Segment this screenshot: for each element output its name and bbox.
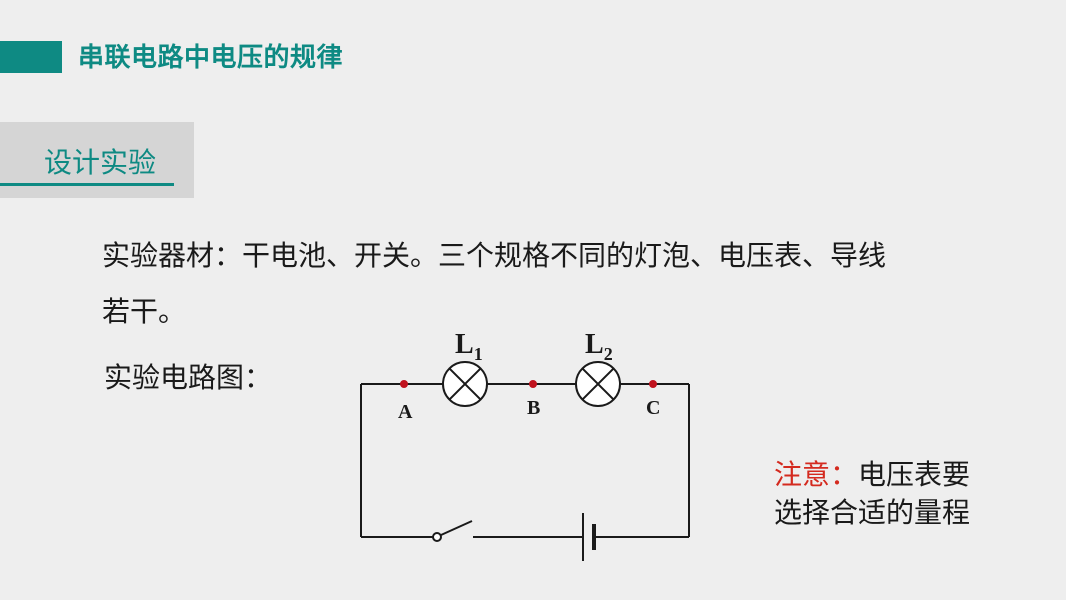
point-a-dot [400,380,408,388]
note-line-1: 电压表要 [858,458,971,491]
header-accent-bar [0,41,62,73]
point-b-label: B [527,397,540,419]
point-a-label: A [398,401,413,423]
circuit-diagram-label: 实验电路图： [104,361,273,394]
lamp-l1-symbol [442,361,488,407]
switch-symbol [432,520,473,542]
point-c-label: C [646,397,660,419]
materials-text: 实验器材：干电池、开关。三个规格不同的灯泡、电压表、导线 若干。 [102,228,1002,340]
section-underline [0,183,174,186]
lamp-l1-label: L1 [455,329,483,364]
materials-line-2: 若干。 [102,295,187,328]
point-c-dot [649,380,657,388]
point-b-dot [529,380,537,388]
section-label: 设计实验 [44,146,157,179]
battery-symbol [582,513,596,561]
page-title: 串联电路中电压的规律 [78,43,344,73]
lamp-l2-label: L2 [585,329,613,364]
lamp-l2-symbol [575,361,621,407]
note-line-2: 选择合适的量程 [774,496,971,529]
note-prefix: 注意： [774,458,859,491]
note-text: 注意：电压表要 选择合适的量程 [774,456,1034,532]
materials-line-1: 实验器材：干电池、开关。三个规格不同的灯泡、电压表、导线 [102,239,887,272]
